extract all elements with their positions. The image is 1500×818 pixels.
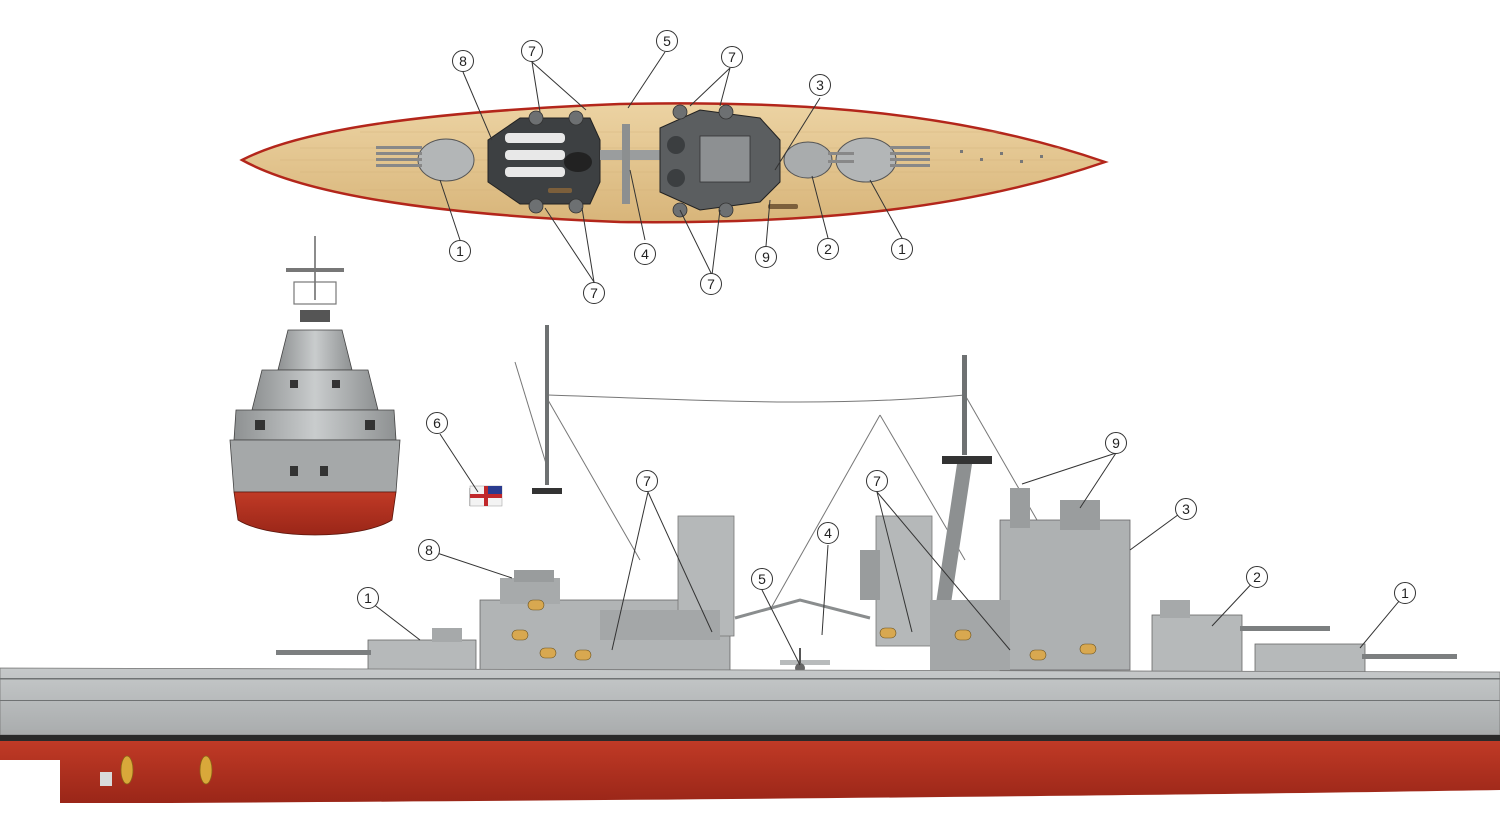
callout-plan-7b: 7 xyxy=(721,46,743,68)
callout-plan-7a: 7 xyxy=(521,40,543,62)
callout-profile-2: 2 xyxy=(1246,566,1268,588)
callout-leaders xyxy=(367,51,1406,666)
callout-profile-9: 9 xyxy=(1105,432,1127,454)
plan-turret-y xyxy=(376,138,475,182)
callout-plan-9: 9 xyxy=(755,246,777,268)
callout-profile-1a: 1 xyxy=(357,587,379,609)
callout-profile-6: 6 xyxy=(426,412,448,434)
profile-view xyxy=(0,325,1500,803)
callout-profile-4: 4 xyxy=(817,522,839,544)
callout-profile-7a: 7 xyxy=(636,470,658,492)
callout-plan-1b: 1 xyxy=(891,238,913,260)
plan-turret-a xyxy=(835,137,930,183)
callout-plan-1a: 1 xyxy=(449,240,471,262)
callout-plan-8: 8 xyxy=(452,50,474,72)
callout-profile-7b: 7 xyxy=(866,470,888,492)
profile-superstructure xyxy=(479,488,1131,671)
callout-profile-3: 3 xyxy=(1175,498,1197,520)
callout-plan-3: 3 xyxy=(809,74,831,96)
callout-plan-4: 4 xyxy=(634,243,656,265)
profile-hull xyxy=(0,667,1500,736)
front-view xyxy=(229,236,401,536)
profile-turret-a xyxy=(1254,643,1457,675)
callout-profile-8: 8 xyxy=(418,539,440,561)
propeller-icon xyxy=(120,755,213,785)
callout-plan-7d: 7 xyxy=(700,273,722,295)
profile-hull-red xyxy=(0,741,1500,803)
plan-view xyxy=(239,102,1109,224)
plan-turret-b xyxy=(783,141,854,179)
callout-plan-5: 5 xyxy=(656,30,678,52)
callout-profile-1b: 1 xyxy=(1394,582,1416,604)
callout-profile-5: 5 xyxy=(751,568,773,590)
union-flag-icon xyxy=(469,485,503,507)
callout-plan-2: 2 xyxy=(817,238,839,260)
callout-plan-7c: 7 xyxy=(583,282,605,304)
profile-turret-y xyxy=(276,628,477,673)
